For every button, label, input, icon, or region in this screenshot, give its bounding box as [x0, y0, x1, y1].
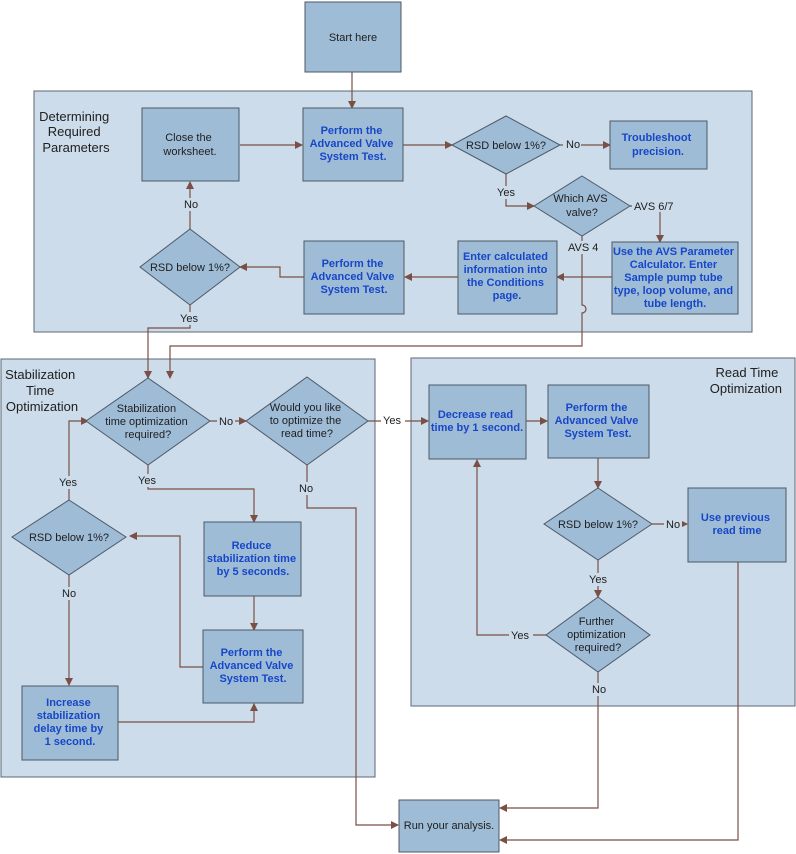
edge-further-run: [499, 672, 599, 812]
edge-increase-perform3: [118, 703, 258, 723]
node-run-analysis-text: Run your analysis.: [404, 820, 495, 832]
node-rsd-1-text: RSD below 1%?: [466, 140, 546, 152]
edge-label-rsd1-yes: Yes: [497, 187, 515, 199]
node-close-worksheet: [141, 107, 240, 182]
node-perform-avst-2: [303, 240, 405, 315]
edge-label-rsd3-yes: Yes: [59, 477, 77, 489]
edge-label-rsd1-no: No: [566, 139, 580, 151]
lane-label-stabilization: Stabilization Time Optimization: [5, 367, 79, 414]
edge-label-rsd4-no: No: [666, 519, 680, 531]
edge-rsd3-stab: [68, 417, 89, 500]
node-decrease-read-text: Decrease read time by 1 second.: [431, 409, 523, 434]
edge-label-opt-no: No: [299, 483, 313, 495]
node-rsd-3-text: RSD below 1%?: [29, 532, 109, 544]
node-perform-avst-2-text: Perform the Advanced Valve System Test.: [311, 258, 398, 296]
node-perform-avst-3-text: Perform the Advanced Valve System Test.: [210, 647, 297, 685]
lane-label-determining: Determining Required Parameters: [39, 109, 113, 155]
node-troubleshoot: [609, 120, 708, 170]
lane-label-readtime: Read Time Optimization: [710, 365, 782, 396]
node-rsd-4-text: RSD below 1%?: [558, 519, 638, 531]
node-enter-calc-text: Enter calculated information into the Co…: [463, 251, 551, 302]
node-rsd-2-text: RSD below 1%?: [150, 262, 230, 274]
edge-label-rsd3-no: No: [62, 588, 76, 600]
node-increase-stab: [21, 685, 119, 761]
node-enter-calc: [457, 240, 558, 315]
node-optimize-read-text: Would you like to optimize the read time…: [270, 402, 345, 440]
node-rsd-2: [139, 228, 241, 306]
edge-perform3-rsd3: [129, 532, 203, 668]
node-stab-required-text: Stabilization time optimization required…: [105, 403, 191, 441]
node-start-text: Start here: [329, 32, 377, 44]
node-rsd-3: [11, 499, 127, 576]
node-use-avs-calc-text: Use the AVS Parameter Calculator. Enter …: [613, 246, 737, 310]
node-close-worksheet-text: Close the worksheet.: [162, 132, 216, 158]
edge-label-rsd2-yes: Yes: [180, 313, 198, 325]
node-perform-avst-3: [202, 629, 304, 704]
node-use-previous-text: Use previous read time: [701, 512, 773, 537]
node-rsd-1: [450, 115, 562, 175]
node-further-opt-text: Further optimization required?: [567, 616, 629, 654]
node-perform-avst-4-text: Perform the Advanced Valve System Test.: [555, 402, 642, 440]
edge-label-avs4: AVS 4: [568, 242, 598, 254]
node-troubleshoot-text: Troubleshoot precision.: [622, 132, 695, 158]
edge-label-further-no: No: [592, 684, 606, 696]
node-run-analysis: [398, 799, 500, 853]
node-reduce-stab: [203, 521, 302, 597]
node-use-avs-calc: [611, 241, 739, 315]
node-which-avs-text: Which AVS valve?: [553, 193, 610, 219]
node-decrease-read: [428, 384, 527, 460]
edge-label-stab-yes: Yes: [138, 475, 156, 487]
node-stab-required: [85, 377, 211, 466]
node-increase-stab-text: Increase stabilization delay time by 1 s…: [34, 697, 107, 748]
node-perform-avst-1: [302, 107, 404, 182]
edge-rsd1-whichavs: [505, 174, 535, 210]
edge-label-rsd4-yes: Yes: [589, 574, 607, 586]
node-perform-avst-4: [547, 384, 650, 459]
node-perform-avst-1-text: Perform the Advanced Valve System Test.: [310, 125, 397, 163]
edge-label-opt-yes: Yes: [383, 415, 401, 427]
node-use-previous: [687, 487, 787, 563]
edge-label-stab-no: No: [219, 416, 233, 428]
edge-label-rsd2-no: No: [184, 199, 198, 211]
edge-perform2-rsd2: [239, 263, 304, 278]
node-reduce-stab-text: Reduce stabilization time by 5 seconds.: [207, 540, 299, 578]
edge-useprev-run: [499, 562, 739, 844]
node-further-opt: [545, 596, 651, 673]
node-start: [304, 1, 402, 73]
edge-label-further-yes: Yes: [511, 630, 529, 642]
node-which-avs: [533, 175, 631, 237]
edge-whichavs-avs4: [166, 236, 587, 379]
node-optimize-read: [245, 376, 369, 466]
node-rsd-4: [543, 487, 653, 561]
edge-label-avs67: AVS 6/7: [634, 201, 674, 213]
